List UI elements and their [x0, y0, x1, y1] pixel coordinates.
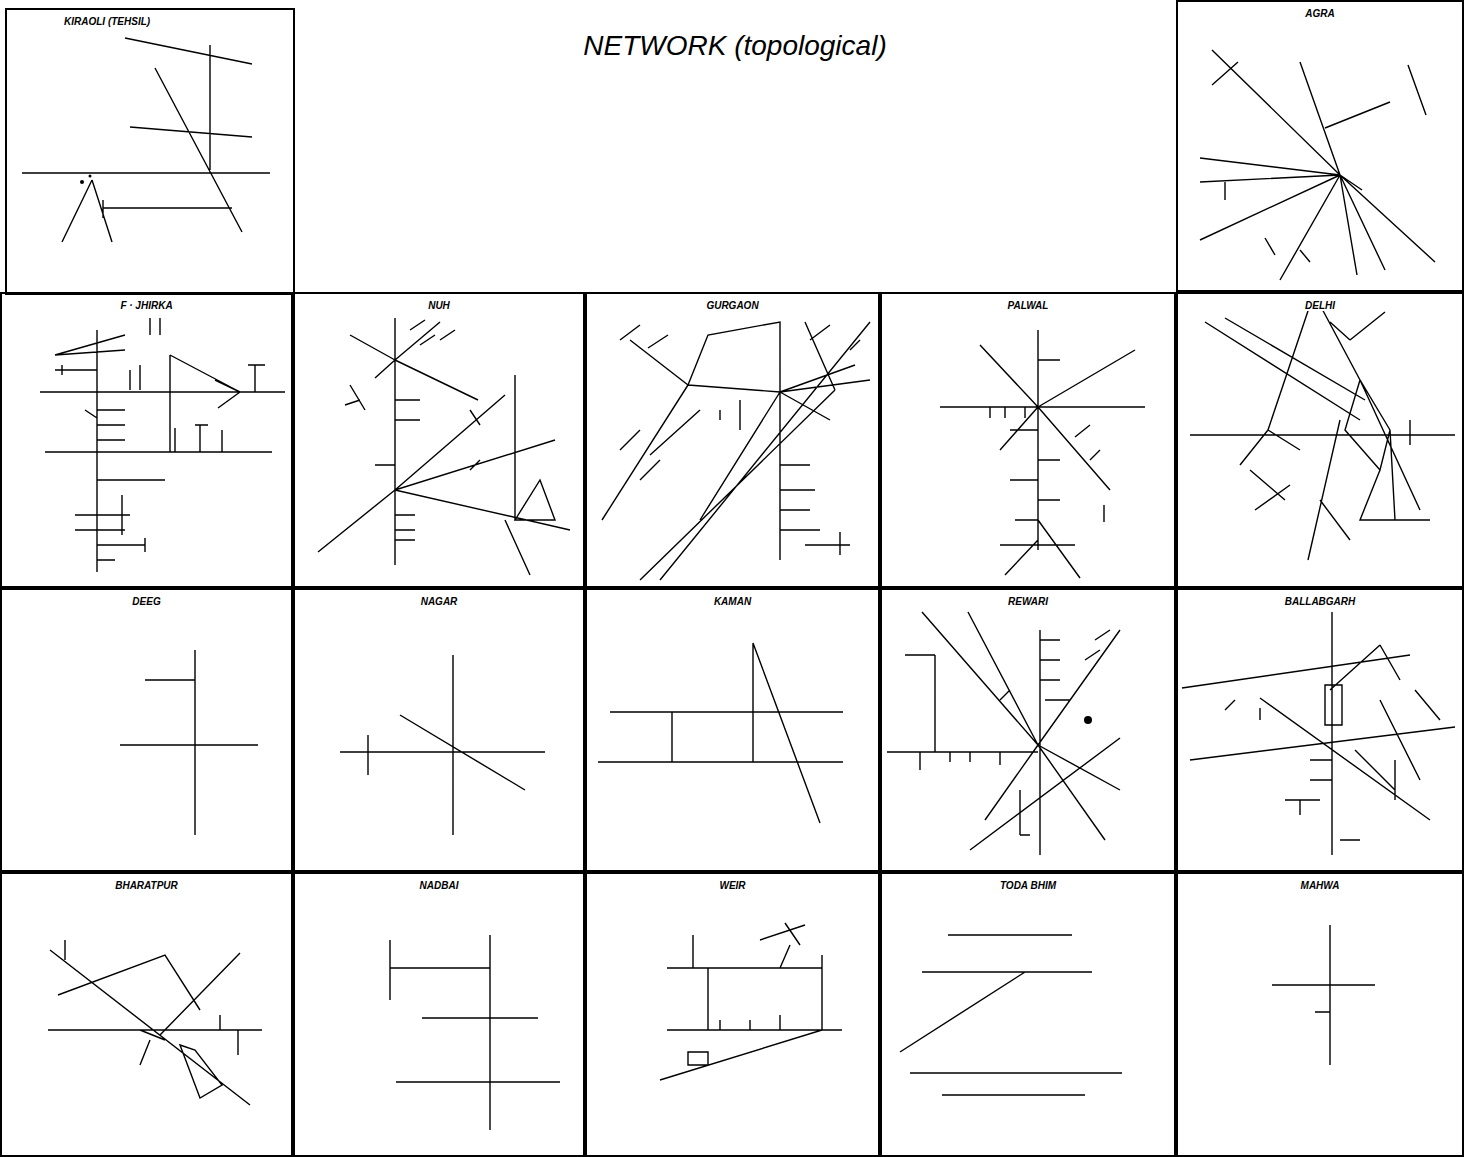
mahwa-network: [1272, 925, 1375, 1065]
panel-title: PALWAL: [1006, 300, 1051, 311]
panel-title: NAGAR: [419, 596, 460, 607]
map-panel: REWARI: [880, 588, 1176, 872]
delhi-network: [1190, 305, 1455, 560]
panel-title: TODA BHIM: [998, 880, 1058, 891]
map-panel: DEEG: [0, 588, 293, 872]
map-panel: BHARATPUR: [0, 872, 293, 1157]
panel-title: AGRA: [1303, 8, 1336, 19]
todabhim-network: [900, 935, 1122, 1095]
map-panel: NUH: [293, 292, 585, 588]
bharatpur-network: [48, 940, 262, 1105]
dot: [89, 175, 92, 178]
map-panel: WEIR: [585, 872, 880, 1157]
panel-title: F · JHIRKA: [118, 300, 174, 311]
map-panel: MAHWA: [1176, 872, 1464, 1157]
panel-title: WEIR: [717, 880, 747, 891]
nuh-network: [318, 318, 570, 575]
ballabgarh-network: [1182, 612, 1455, 855]
figure-title: NETWORK (topological): [300, 30, 1170, 62]
weir-network: [660, 923, 842, 1080]
agra-network: [1200, 50, 1435, 280]
jhirka-network: [40, 318, 285, 572]
panel-title: DEEG: [130, 596, 162, 607]
nagar-network: [340, 655, 545, 835]
rewari-network: [887, 612, 1120, 855]
panel-title: NUH: [426, 300, 452, 311]
deeg-network: [120, 650, 258, 835]
dot: [1084, 716, 1092, 724]
dot: [80, 180, 84, 184]
map-panel: AGRA: [1176, 0, 1464, 292]
panel-title: GURGAON: [704, 300, 760, 311]
nadbai-network: [390, 935, 560, 1130]
map-panel: KIRAOLI (TEHSIL): [5, 8, 295, 295]
map-panel: F · JHIRKA: [0, 292, 293, 588]
panel-title: NADBAI: [418, 880, 461, 891]
panel-title: REWARI: [1006, 596, 1050, 607]
panel-title: KAMAN: [712, 596, 753, 607]
map-panel: NADBAI: [293, 872, 585, 1157]
panel-title: BHARATPUR: [113, 880, 180, 891]
panel-title: BALLABGARH: [1283, 596, 1358, 607]
panel-title: DELHI: [1303, 300, 1337, 311]
kaman-network: [598, 643, 843, 823]
map-panel: NAGAR: [293, 588, 585, 872]
map-panel: KAMAN: [585, 588, 880, 872]
map-panel: BALLABGARH: [1176, 588, 1464, 872]
palwal-network: [940, 330, 1145, 578]
kiraoli-network: [22, 38, 270, 242]
map-panel: GURGAON: [585, 292, 880, 588]
map-panel: PALWAL: [880, 292, 1176, 588]
map-panel: DELHI: [1176, 292, 1464, 588]
panel-title: KIRAOLI (TEHSIL): [62, 16, 152, 27]
map-panel: TODA BHIM: [880, 872, 1176, 1157]
gurgaon-network: [602, 322, 870, 580]
figure-title-text: NETWORK (topological): [583, 30, 886, 61]
panel-title: MAHWA: [1299, 880, 1342, 891]
